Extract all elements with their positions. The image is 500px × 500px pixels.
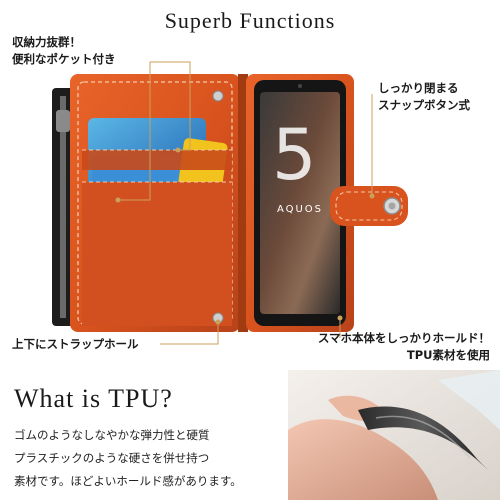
callout-hold-line-2: TPU素材を使用 [406, 348, 490, 362]
phone-brand-label: AQUOS [276, 204, 324, 215]
bent-tpu-case [358, 406, 488, 470]
strap-hole-top [212, 90, 224, 102]
callout-hold: スマホ本体をしっかりホールド！ TPU素材を使用 [290, 330, 490, 364]
callout-strap-line-1: 上下にストラップホール [12, 337, 139, 351]
callout-snap-line-2: スナップボタン式 [378, 98, 470, 112]
wallet-case-illustration [52, 61, 408, 345]
tpu-description-line-3: 素材です。ほどよいホールド感があります。 [14, 474, 242, 488]
page-title: Superb Functions [164, 8, 336, 33]
phone-camera [298, 84, 302, 88]
leader-strap [160, 322, 219, 345]
snap-strap [330, 186, 408, 226]
leader-storage-2 [118, 62, 151, 201]
callout-snap-line-1: しっかり閉まる [378, 81, 459, 95]
card-slot-1 [82, 150, 232, 170]
tpu-heading: What is TPU? [14, 384, 173, 413]
callout-storage: 収納力抜群！ 便利なポケット付き [12, 34, 116, 68]
tpu-flex-illustration [288, 370, 500, 500]
zipper-pull [56, 110, 70, 132]
callout-strap: 上下にストラップホール [12, 336, 139, 353]
callout-hold-line-1: スマホ本体をしっかりホールド！ [317, 331, 490, 345]
phone-model-number: 5 [272, 114, 317, 196]
tpu-description: ゴムのようなしなやかな弾力性と硬質 プラスチックのような硬さを併せ持つ 素材です… [14, 424, 242, 493]
callout-storage-line-2: 便利なポケット付き [12, 52, 116, 66]
case-spine [238, 74, 248, 332]
tpu-description-line-2: プラスチックのような硬さを併せ持つ [14, 451, 210, 465]
clear-phone-edge [438, 370, 500, 430]
callout-storage-line-1: 収納力抜群！ [12, 35, 81, 49]
card-slot-2 [82, 182, 232, 326]
hand-shape [288, 419, 438, 500]
zipper-teeth [60, 96, 66, 318]
tpu-description-line-1: ゴムのようなしなやかな弾力性と硬質 [14, 428, 210, 442]
phone-screen [260, 92, 340, 314]
leader-storage [150, 61, 191, 151]
tpu-flex-photo [288, 370, 500, 500]
callout-snap: しっかり閉まる スナップボタン式 [378, 80, 470, 114]
